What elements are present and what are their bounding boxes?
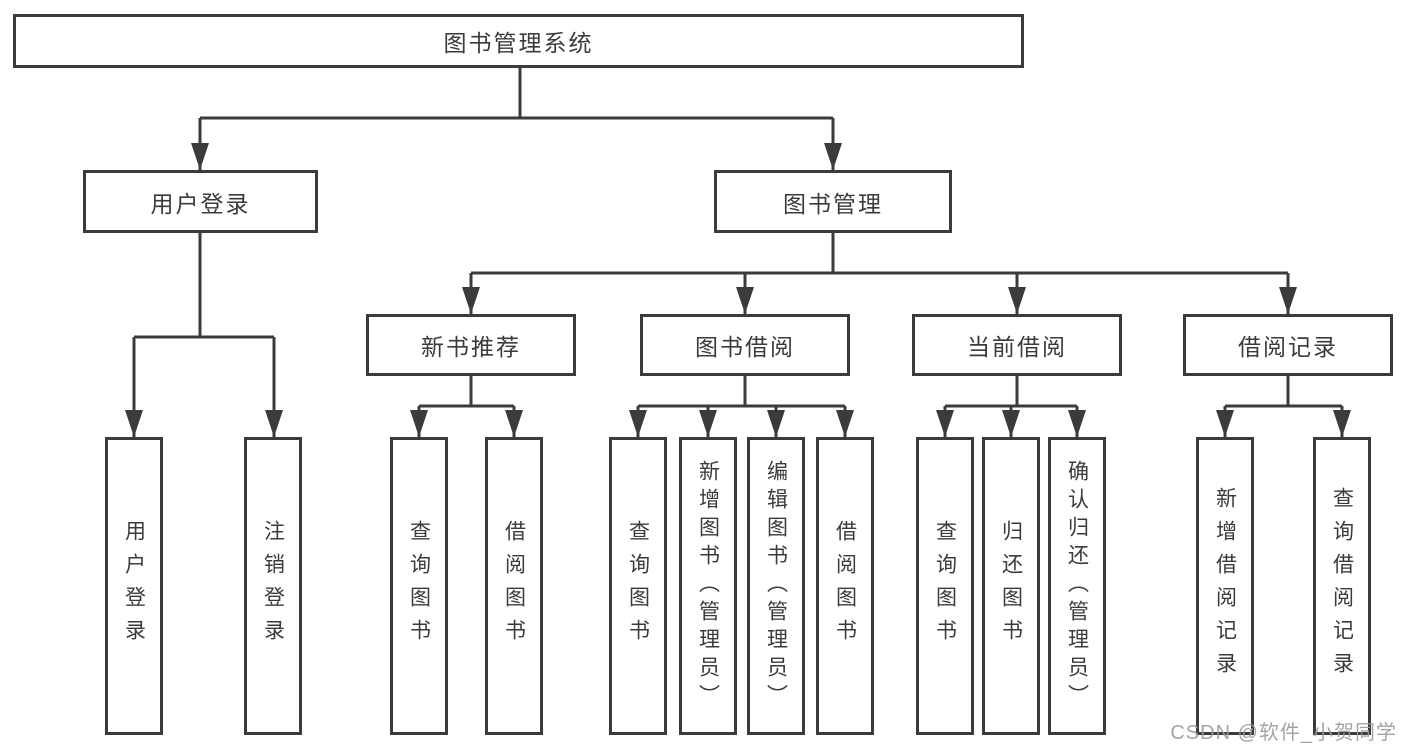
leaf-return-book: 归还图书 — [982, 437, 1040, 735]
leaf-edit-book-admin: 编辑图书（管理员） — [747, 437, 805, 735]
leaf-query-borrow-record-label: 查询借阅记录 — [1330, 487, 1354, 685]
node-user-login: 用户登录 — [83, 170, 318, 233]
node-new-book-recommend: 新书推荐 — [366, 314, 576, 376]
leaf-add-book-admin-label: 新增图书（管理员） — [696, 460, 720, 712]
node-current-borrow: 当前借阅 — [912, 314, 1122, 376]
leaf-borrow-book-label: 借阅图书 — [833, 520, 857, 652]
leaf-logout-label: 注销登录 — [261, 520, 285, 652]
node-book-management: 图书管理 — [714, 170, 952, 233]
leaf-query-borrow-record: 查询借阅记录 — [1313, 437, 1371, 735]
leaf-user-login-label: 用户登录 — [122, 520, 146, 652]
leaf-query-book-current: 查询图书 — [916, 437, 974, 735]
node-new-book-recommend-label: 新书推荐 — [421, 334, 521, 360]
leaf-add-borrow-record: 新增借阅记录 — [1196, 437, 1254, 735]
node-borrow-records: 借阅记录 — [1183, 314, 1393, 376]
leaf-query-book-recommend: 查询图书 — [390, 437, 448, 735]
node-library-management-system-label: 图书管理系统 — [443, 30, 594, 56]
leaf-query-book-borrow-label: 查询图书 — [626, 520, 650, 652]
leaf-confirm-return-admin-label: 确认归还（管理员） — [1065, 460, 1089, 712]
leaf-borrow-book-recommend: 借阅图书 — [485, 437, 543, 735]
connector-root-to-level2 — [191, 68, 842, 170]
connector-user-login-to-leaves — [125, 233, 283, 437]
leaf-add-book-admin: 新增图书（管理员） — [679, 437, 737, 735]
leaf-return-book-label: 归还图书 — [999, 520, 1023, 652]
leaf-borrow-book: 借阅图书 — [816, 437, 874, 735]
node-borrow-records-label: 借阅记录 — [1238, 334, 1338, 360]
node-book-borrow-label: 图书借阅 — [695, 334, 795, 360]
connector-borrow-records-to-leaves — [1216, 376, 1351, 437]
node-current-borrow-label: 当前借阅 — [967, 334, 1067, 360]
leaf-user-login: 用户登录 — [105, 437, 163, 735]
node-book-management-label: 图书管理 — [783, 190, 883, 217]
node-book-borrow: 图书借阅 — [640, 314, 850, 376]
connector-new-book-recommend-to-leaves — [410, 376, 523, 437]
node-user-login-label: 用户登录 — [150, 190, 251, 217]
leaf-query-book-current-label: 查询图书 — [933, 520, 957, 652]
node-library-management-system: 图书管理系统 — [13, 14, 1024, 68]
leaf-confirm-return-admin: 确认归还（管理员） — [1048, 437, 1106, 735]
leaf-borrow-book-recommend-label: 借阅图书 — [502, 520, 526, 652]
leaf-logout: 注销登录 — [244, 437, 302, 735]
leaf-query-book-borrow: 查询图书 — [609, 437, 667, 735]
connector-book-mgmt-to-level3 — [462, 233, 1297, 314]
connector-book-borrow-to-leaves — [629, 376, 854, 437]
connector-current-borrow-to-leaves — [936, 376, 1086, 437]
leaf-add-borrow-record-label: 新增借阅记录 — [1213, 487, 1237, 685]
csdn-watermark: CSDN @软件_小贺同学 — [1170, 722, 1397, 744]
leaf-query-book-recommend-label: 查询图书 — [407, 520, 431, 652]
leaf-edit-book-admin-label: 编辑图书（管理员） — [764, 460, 788, 712]
